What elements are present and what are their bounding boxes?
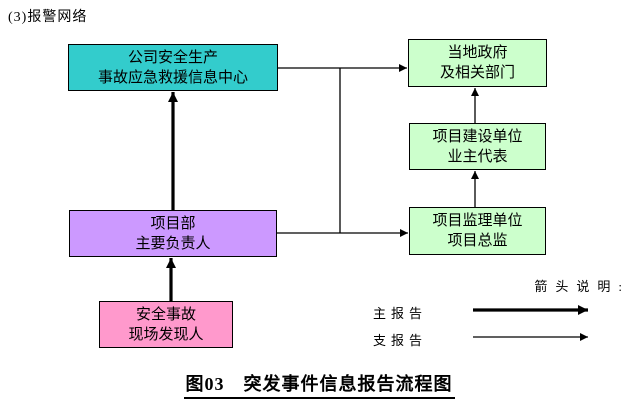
node-info-center-line1: 公司安全生产 — [127, 48, 218, 66]
node-supervision-unit: 项目监理单位 项目总监 — [409, 207, 546, 255]
node-supervision-unit-line2: 项目总监 — [447, 232, 508, 249]
node-info-center-line2: 事故应急救援信息中心 — [97, 68, 248, 86]
node-construction-unit-line1: 项目建设单位 — [432, 127, 523, 145]
node-project-department: 项目部 主要负责人 — [69, 210, 277, 257]
figure-caption: 图03 突发事件信息报告流程图 — [0, 370, 638, 399]
node-site-discoverer-line2: 现场发现人 — [128, 325, 204, 343]
node-local-government-line2: 及相关部门 — [439, 64, 515, 81]
section-heading: (3)报警网络 — [8, 10, 88, 25]
node-site-discoverer-line1: 安全事故 — [135, 305, 196, 323]
node-supervision-unit-line1: 项目监理单位 — [432, 212, 523, 229]
legend-sub-report-label: 支报告 — [373, 333, 428, 348]
node-construction-unit-line2: 业主代表 — [447, 147, 508, 165]
legend-main-report-label: 主报告 — [373, 306, 428, 321]
node-site-discoverer: 安全事故 现场发现人 — [99, 301, 233, 348]
node-info-center: 公司安全生产 事故应急救援信息中心 — [68, 44, 278, 91]
node-local-government-line1: 当地政府 — [447, 44, 508, 61]
legend-title: 箭头说明: — [534, 279, 630, 294]
node-construction-unit: 项目建设单位 业主代表 — [409, 123, 546, 170]
node-local-government: 当地政府 及相关部门 — [408, 39, 547, 87]
figure-caption-text: 图03 突发事件信息报告流程图 — [183, 370, 455, 399]
node-project-department-line2: 主要负责人 — [135, 234, 211, 252]
node-project-department-line1: 项目部 — [150, 214, 196, 232]
